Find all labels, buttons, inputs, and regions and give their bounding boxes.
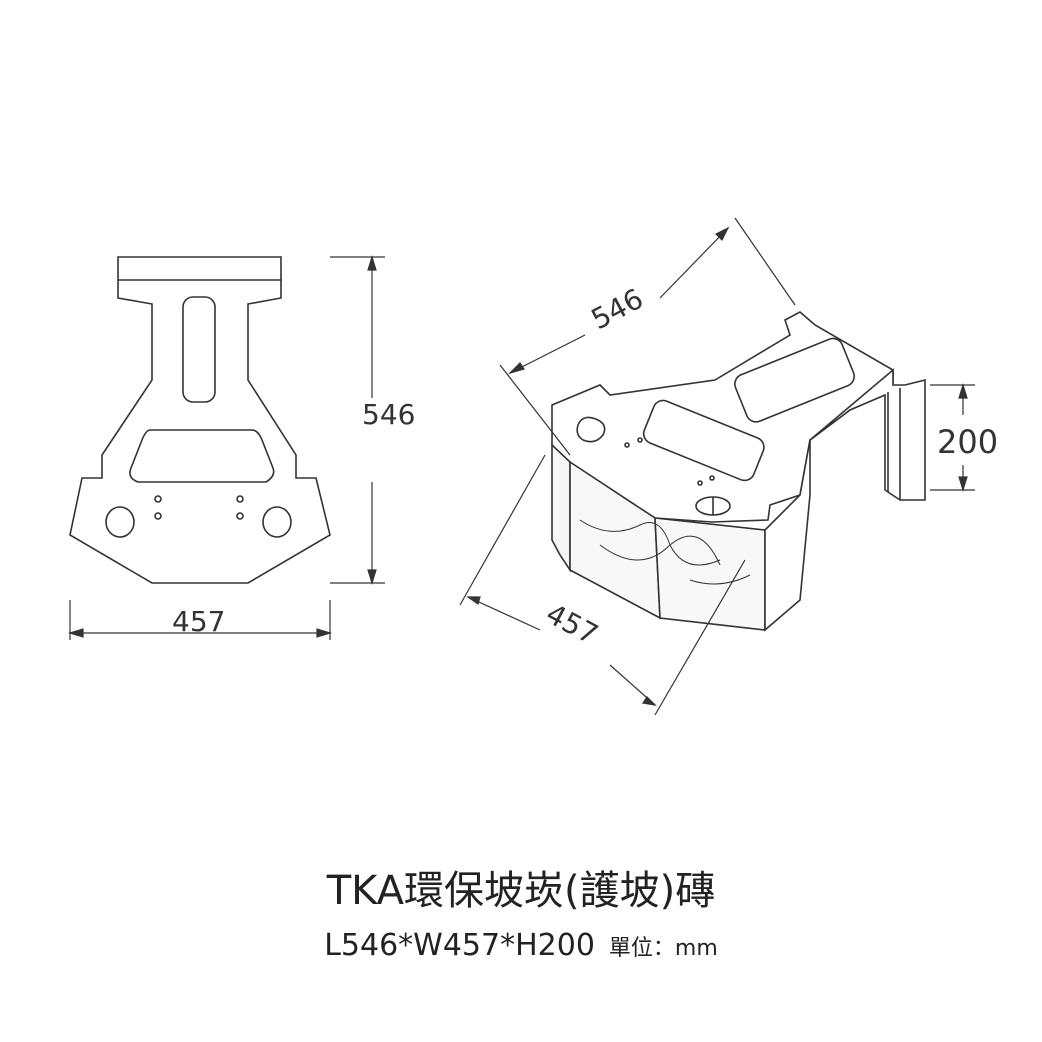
iso-height-label: 200 bbox=[937, 423, 998, 461]
plan-dimensions bbox=[67, 254, 385, 640]
plan-view bbox=[69, 256, 331, 584]
slot bbox=[182, 296, 216, 403]
unit-text: 單位：mm bbox=[608, 936, 718, 961]
plan-length-label: 546 bbox=[362, 398, 415, 431]
side-face bbox=[764, 439, 811, 632]
isometric-view bbox=[551, 311, 926, 632]
block-outline bbox=[69, 256, 331, 584]
lower-opening bbox=[129, 429, 275, 483]
product-dimensions: L546*W457*H200 單位：mm bbox=[0, 928, 1042, 963]
dimensions-text: L546*W457*H200 bbox=[324, 928, 595, 963]
plan-width-label: 457 bbox=[172, 605, 225, 638]
front-face-left bbox=[551, 443, 571, 573]
front-face-b bbox=[654, 517, 766, 631]
product-title: TKA環保坡崁(護坡)磚 bbox=[326, 868, 716, 914]
iso-width-label: 457 bbox=[541, 597, 604, 651]
iso-dimensions bbox=[459, 217, 975, 716]
iso-length-label: 546 bbox=[586, 282, 649, 336]
